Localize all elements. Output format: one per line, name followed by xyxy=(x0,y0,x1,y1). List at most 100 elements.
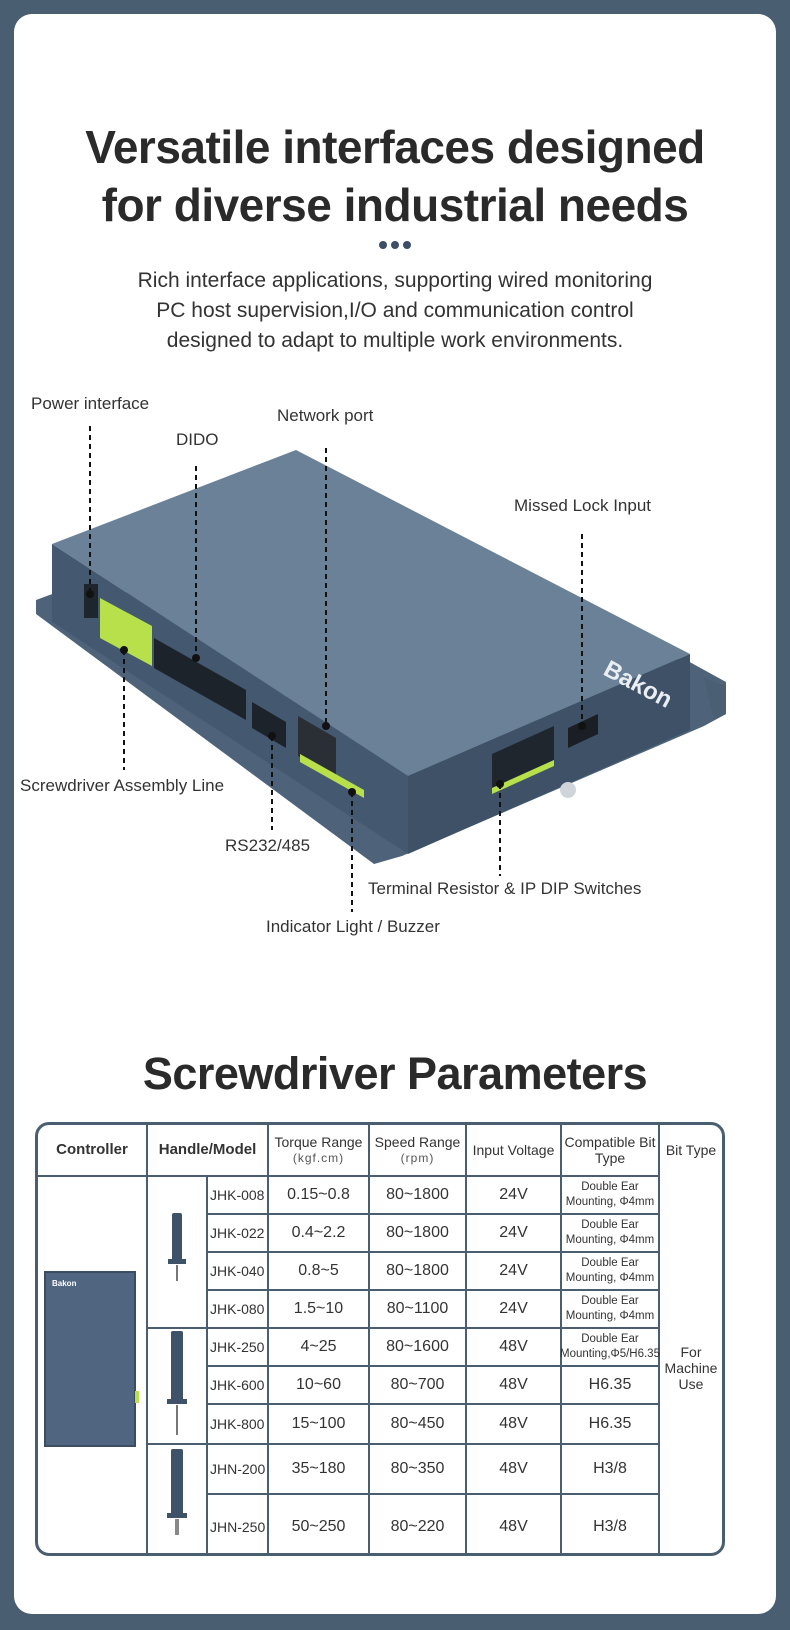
speed-cell: 80~350 xyxy=(390,1460,445,1477)
speed-cell: 80~1800 xyxy=(386,1224,449,1241)
speed-cell: 80~700 xyxy=(390,1376,445,1393)
bit-line1: Double Ear xyxy=(581,1333,639,1345)
bit-cell: H6.35 xyxy=(562,1405,658,1443)
torque-cell: 15~100 xyxy=(291,1415,346,1432)
bit-type-line3: Use xyxy=(678,1376,704,1392)
bit-line1: Double Ear xyxy=(581,1257,639,1269)
bit-type-line1: For xyxy=(680,1344,702,1360)
model-cell: JHK-080 xyxy=(210,1301,265,1317)
header-compatible-bit: Compatible Bit Type xyxy=(562,1125,658,1175)
subtitle-line-2: PC host supervision,I/O and communicatio… xyxy=(156,299,634,322)
header-handle-model: Handle/Model xyxy=(158,1141,257,1158)
model-cell: JHN-200 xyxy=(210,1461,266,1477)
voltage-cell: 48V xyxy=(499,1338,528,1355)
speed-cell: 80~450 xyxy=(390,1415,445,1432)
torque-cell: 0.15~0.8 xyxy=(287,1186,350,1203)
label-terminal-resistor: Terminal Resistor & IP DIP Switches xyxy=(368,879,642,898)
torque-cell: 35~180 xyxy=(291,1460,346,1477)
missed-lock-connector xyxy=(568,714,598,748)
indicator-strip xyxy=(300,754,364,798)
torque-cell: 10~60 xyxy=(296,1376,341,1393)
bit-line1: Double Ear xyxy=(581,1295,639,1307)
header-bit-line2: Type xyxy=(594,1150,626,1166)
header-input-voltage: Input Voltage xyxy=(472,1142,555,1158)
page-title: Versatile interfaces designed for divers… xyxy=(14,118,776,234)
content-card: Versatile interfaces designed for divers… xyxy=(14,14,776,1614)
header-torque-label: Torque Range xyxy=(274,1134,363,1150)
handle-image-small xyxy=(166,1213,188,1293)
voltage-cell: 24V xyxy=(499,1224,528,1241)
title-line-2: for diverse industrial needs xyxy=(101,179,689,231)
bit-line2: Mounting, Φ4mm xyxy=(565,1310,655,1322)
assembly-line-connector xyxy=(100,598,152,666)
bit-line2: Mounting,Φ5/H6.35 xyxy=(560,1348,660,1360)
controller-device-illustration: Bakon xyxy=(36,426,726,912)
speed-cell: 80~220 xyxy=(390,1518,445,1535)
label-rs232-485: RS232/485 xyxy=(225,836,311,855)
subtitle-line-3: designed to adapt to multiple work envir… xyxy=(166,329,624,352)
title-line-1: Versatile interfaces designed xyxy=(85,121,705,173)
speed-cell: 80~1100 xyxy=(386,1300,449,1317)
speed-cell: 80~1800 xyxy=(386,1262,449,1279)
voltage-cell: 48V xyxy=(499,1376,528,1393)
bit-cell: H3/8 xyxy=(562,1495,658,1553)
bit-line1: H3/8 xyxy=(593,1460,627,1477)
header-speed-label: Speed Range xyxy=(374,1134,461,1150)
model-cell: JHK-040 xyxy=(210,1263,265,1279)
voltage-cell: 48V xyxy=(499,1518,528,1535)
parameters-table: Controller Handle/Model Torque Range (kg… xyxy=(35,1122,725,1556)
label-screwdriver-assembly-line: Screwdriver Assembly Line xyxy=(20,776,225,795)
label-dido: DIDO xyxy=(176,430,219,449)
torque-cell: 50~250 xyxy=(291,1518,346,1535)
dido-connector xyxy=(154,638,246,720)
header-bit-type: Bit Type xyxy=(665,1142,717,1158)
voltage-cell: 24V xyxy=(499,1186,528,1203)
header-bit-line1: Compatible Bit xyxy=(564,1134,656,1150)
header-controller: Controller xyxy=(56,1141,128,1158)
rs232-connector xyxy=(252,702,286,748)
bit-cell: H3/8 xyxy=(562,1445,658,1493)
bit-line2: Mounting, Φ4mm xyxy=(565,1234,655,1246)
voltage-cell: 24V xyxy=(499,1262,528,1279)
controller-image: Bakon xyxy=(44,1271,139,1447)
bit-line1: Double Ear xyxy=(581,1181,639,1193)
section-title: Screwdriver Parameters xyxy=(142,1048,648,1099)
model-cell: JHK-600 xyxy=(210,1377,265,1393)
torque-cell: 0.8~5 xyxy=(298,1262,339,1279)
model-cell: JHK-800 xyxy=(210,1416,265,1432)
torque-cell: 4~25 xyxy=(300,1338,337,1355)
model-cell: JHK-022 xyxy=(210,1225,265,1241)
label-indicator-light: Indicator Light / Buzzer xyxy=(266,917,440,936)
page-subtitle: Rich interface applications, supporting … xyxy=(14,266,776,356)
voltage-cell: 48V xyxy=(499,1460,528,1477)
bit-cell: H6.35 xyxy=(562,1367,658,1403)
screw xyxy=(560,782,576,798)
bit-line2: Mounting, Φ4mm xyxy=(565,1272,655,1284)
torque-cell: 0.4~2.2 xyxy=(291,1224,346,1241)
header-torque: Torque Range (kgf.cm) xyxy=(269,1125,368,1175)
bit-line1: H3/8 xyxy=(593,1518,627,1535)
speed-cell: 80~1600 xyxy=(386,1338,449,1355)
label-network-port: Network port xyxy=(277,406,374,425)
terminal-switch-block xyxy=(492,726,554,788)
torque-cell: 1.5~10 xyxy=(293,1300,344,1317)
model-cell: JHK-008 xyxy=(210,1187,265,1203)
label-power-interface: Power interface xyxy=(31,394,150,413)
voltage-cell: 24V xyxy=(499,1300,528,1317)
bit-line1: Double Ear xyxy=(581,1219,639,1231)
label-missed-lock-input: Missed Lock Input xyxy=(514,496,652,515)
model-cell: JHK-250 xyxy=(210,1339,265,1355)
model-cell: JHN-250 xyxy=(210,1519,266,1535)
bit-line2: Mounting, Φ4mm xyxy=(565,1196,655,1208)
subtitle-line-1: Rich interface applications, supporting … xyxy=(137,269,653,292)
controller-brand: Bakon xyxy=(52,1279,77,1288)
handle-image-medium xyxy=(166,1331,188,1441)
separator-dots xyxy=(14,236,776,254)
header-speed-unit: (rpm) xyxy=(400,1151,435,1165)
header-speed: Speed Range (rpm) xyxy=(370,1125,465,1175)
bit-type-line2: Machine xyxy=(664,1360,718,1376)
